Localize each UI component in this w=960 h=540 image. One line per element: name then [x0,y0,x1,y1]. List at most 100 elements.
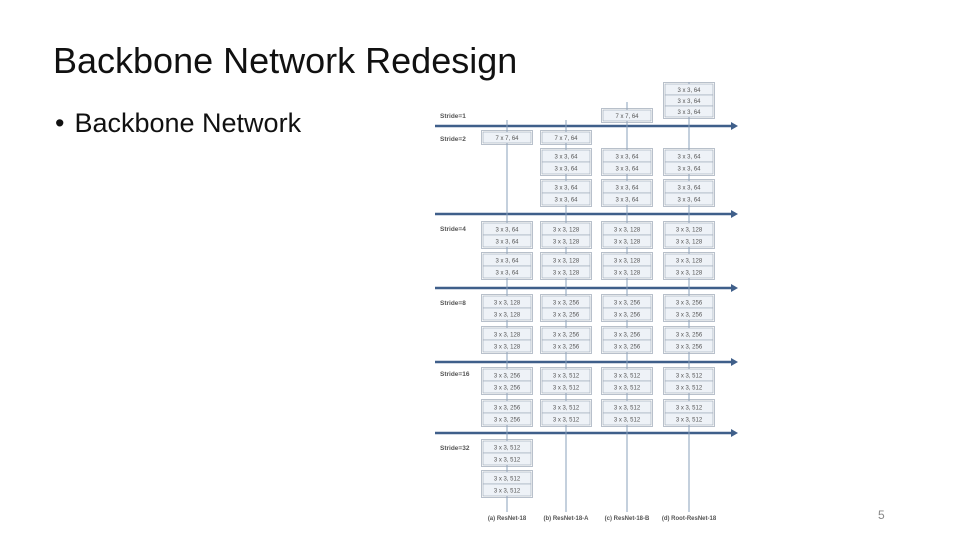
layer-label: 3 x 3, 64 [677,88,701,94]
arrow-head-icon [731,358,738,366]
layer-label: 3 x 3, 128 [553,228,580,234]
layer-label: 3 x 3, 64 [677,155,701,161]
conv-block: 3 x 3, 512 3 x 3, 512 [601,399,653,427]
layer-label: 3 x 3, 64 [677,99,701,105]
layer-label: 3 x 3, 64 [554,198,578,204]
block-outline [540,148,592,176]
slide-title: Backbone Network Redesign [53,40,518,81]
conv-block: 3 x 3, 64 3 x 3, 64 [540,179,592,207]
layer-box [664,307,714,321]
layer-label: 3 x 3, 256 [494,418,521,424]
layer-label: 3 x 3, 128 [614,259,641,265]
layer-label: 3 x 3, 256 [676,333,703,339]
block-outline [601,148,653,176]
layer-label: 3 x 3, 128 [494,333,521,339]
layer-label: 3 x 3, 256 [553,333,580,339]
layer-box [482,412,532,426]
layer-label: 3 x 3, 64 [554,155,578,161]
layer-label: 3 x 3, 128 [553,259,580,265]
layer-box [482,234,532,248]
layer-label: 3 x 3, 512 [553,406,580,412]
layer-label: 3 x 3, 512 [494,458,521,464]
layer-label: 3 x 3, 128 [553,271,580,277]
block-outline [481,130,533,145]
layer-label: 3 x 3, 256 [614,301,641,307]
conv-block: 7 x 7, 64 [481,130,533,145]
layer-box [541,307,591,321]
layer-label: 3 x 3, 64 [615,198,639,204]
block-outline [481,367,533,395]
layer-label: 3 x 3, 256 [553,301,580,307]
layer-label: 3 x 3, 256 [676,301,703,307]
layer-box [664,234,714,248]
block-outline [663,326,715,354]
arrow-head-icon [731,429,738,437]
block-outline [601,326,653,354]
layer-box [664,380,714,394]
bullet-dot-icon: • [55,108,65,138]
bullet-text: Backbone Network [74,108,302,138]
block-outline [540,221,592,249]
stage-label: Stride=4 [440,226,466,233]
stage-label: Stride=16 [440,371,470,378]
block-outline [540,367,592,395]
layer-box [664,339,714,353]
stage-arrows [435,122,738,437]
block-outline [601,367,653,395]
block-outline [663,148,715,176]
layer-box [664,412,714,426]
conv-block: 3 x 3, 643 x 3, 643 x 3, 64 [663,82,715,119]
layer-label: 3 x 3, 64 [554,186,578,192]
conv-block: 3 x 3, 128 3 x 3, 128 [481,326,533,354]
block-outline [481,439,533,467]
layer-box [602,109,652,122]
stage-labels: Stride=1 Stride=2 Stride=4 Stride=8 Stri… [440,113,470,452]
layer-box [541,161,591,175]
conv-block: 3 x 3, 128 3 x 3, 128 [601,252,653,280]
layer-box [602,412,652,426]
layer-label: 7 x 7, 64 [615,114,639,120]
block-outline [481,399,533,427]
layer-label: 3 x 3, 512 [676,418,703,424]
layer-label: 3 x 3, 512 [614,406,641,412]
layer-label: 3 x 3, 64 [495,271,519,277]
column-caption: (d) Root-ResNet-18 [662,516,717,522]
bullet-item: • Backbone Network [55,108,301,139]
layer-label: 3 x 3, 512 [614,418,641,424]
layer-label: 3 x 3, 64 [495,228,519,234]
layer-box [541,192,591,206]
layer-box [541,265,591,279]
layer-box [482,339,532,353]
block-outline [540,326,592,354]
layer-label: 7 x 7, 64 [554,136,578,142]
block-outline [540,294,592,322]
block-outline [601,108,653,123]
layer-box [541,234,591,248]
block-outline [540,399,592,427]
layer-label: 3 x 3, 128 [614,271,641,277]
layer-label: 3 x 3, 512 [553,386,580,392]
layer-box [602,307,652,321]
block-outline [601,399,653,427]
layer-label: 3 x 3, 128 [676,240,703,246]
layer-label: 3 x 3, 128 [494,345,521,351]
layer-box [541,339,591,353]
layer-box [541,412,591,426]
stage-label: Stride=1 [440,113,466,120]
layer-label: 3 x 3, 512 [553,418,580,424]
conv-block: 3 x 3, 128 3 x 3, 128 [540,252,592,280]
block-outline [481,326,533,354]
layer-label: 3 x 3, 256 [614,333,641,339]
layer-label: 3 x 3, 512 [494,489,521,495]
